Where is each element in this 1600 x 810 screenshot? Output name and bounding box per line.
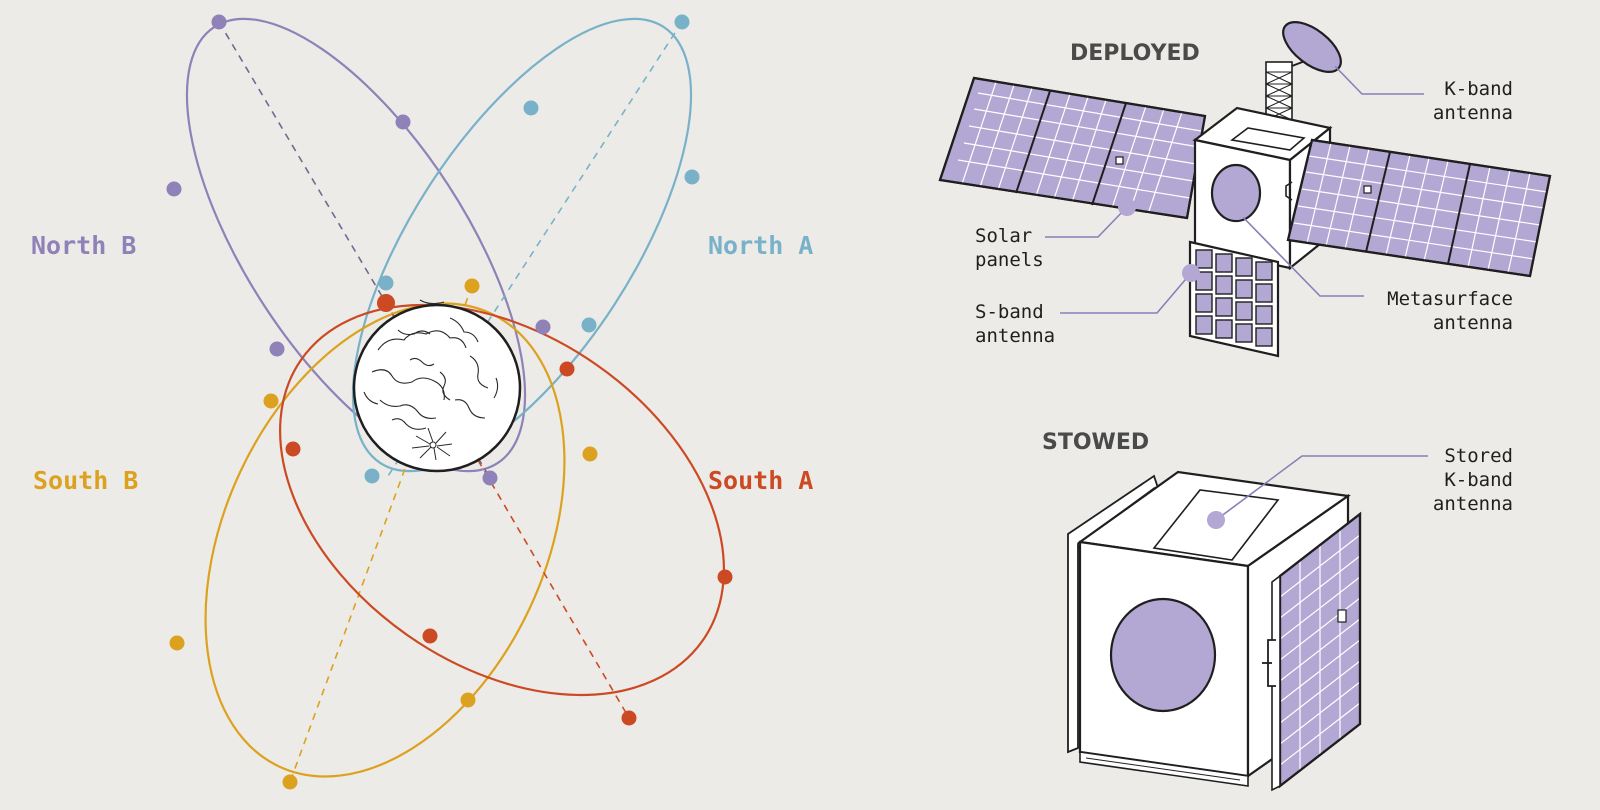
satellite-dot	[364, 468, 380, 484]
metasurface-antenna-marker	[1228, 202, 1246, 220]
stored-k-band-leader-line	[1215, 455, 1428, 521]
stored-k-band-label-line1: Stored	[1444, 445, 1513, 467]
orbit-north-a	[351, 17, 693, 477]
satellite-dot	[523, 100, 539, 116]
satellite-dot	[169, 635, 185, 651]
orbit-north-b-satellites	[166, 14, 551, 486]
satellite-dot	[282, 774, 298, 790]
orbit-south-a-path	[279, 303, 725, 697]
satellite-dot	[377, 294, 395, 312]
satellite-dot	[460, 692, 476, 708]
stowed-satellite-illustration: STOWED	[1042, 430, 1513, 792]
deployed-satellite-illustration: DEPLOYED	[938, 21, 1552, 358]
left-solar-panel-wing	[938, 76, 1207, 220]
satellite-dot	[211, 14, 227, 30]
right-solar-panel-wing	[1286, 138, 1552, 278]
stowed-metasurface-disc	[1109, 597, 1217, 713]
satellite-dot	[674, 14, 690, 30]
satellite-dot	[559, 361, 575, 377]
deployed-title: DEPLOYED	[1070, 41, 1200, 66]
deployed-leader-lines	[1045, 59, 1424, 314]
satellite-dot	[263, 393, 279, 409]
satellite-dot	[717, 569, 733, 585]
moon-crater-rays	[411, 427, 453, 461]
moon-surface-features	[363, 299, 499, 430]
moon	[352, 299, 522, 473]
solar-panels-label-line2: panels	[975, 249, 1044, 271]
satellite-dot	[464, 278, 480, 294]
moon-disc	[352, 303, 522, 473]
solar-panels-label-line1: Solar	[975, 225, 1032, 247]
satellite-dot	[285, 441, 301, 457]
satellite-dot	[535, 319, 551, 335]
s-band-antenna-panel	[1188, 240, 1280, 358]
metasurface-antenna-label-line2: antenna	[1433, 312, 1513, 334]
k-band-antenna-label-line2: antenna	[1433, 102, 1513, 124]
k-band-antenna-marker	[1320, 51, 1338, 69]
k-band-mast	[1265, 61, 1293, 125]
orbit-label-south-b: South B	[33, 466, 138, 495]
orbit-diagram: North B North A South B South A	[31, 14, 813, 790]
stored-k-band-label-line3: antenna	[1433, 493, 1513, 515]
solar-panels-marker	[1118, 198, 1136, 216]
orbit-label-north-b: North B	[31, 231, 136, 260]
s-band-antenna-label-line2: antenna	[975, 325, 1055, 347]
metasurface-antenna-disc	[1210, 163, 1262, 223]
orbit-label-south-a: South A	[708, 466, 813, 495]
satellite-dot	[482, 470, 498, 486]
satellite-dot	[582, 446, 598, 462]
s-band-antenna-label-line1: S-band	[975, 301, 1044, 323]
orbit-north-a-path	[351, 17, 693, 473]
orbit-south-b-apsis-line	[289, 285, 473, 783]
orbit-north-a-satellites	[364, 14, 700, 484]
satellite-dot	[378, 275, 394, 291]
k-band-antenna-label-line1: K-band	[1444, 78, 1513, 100]
s-band-antenna-marker	[1182, 264, 1200, 282]
metasurface-antenna-label-line1: Metasurface	[1387, 288, 1513, 310]
satellite-dot	[684, 169, 700, 185]
satellite-dot	[621, 710, 637, 726]
stowed-right-folded-wing	[1262, 511, 1362, 792]
stowed-title: STOWED	[1042, 430, 1149, 455]
stored-k-band-label-line2: K-band	[1444, 469, 1513, 491]
satellite-dot	[581, 317, 597, 333]
orbit-south-a-satellites	[285, 294, 733, 726]
satellite-dot	[422, 628, 438, 644]
deployed-callout-dots	[1118, 51, 1338, 282]
satellite-dot	[395, 114, 411, 130]
stored-k-band-antenna-marker	[1207, 511, 1225, 529]
satellite-dot	[166, 181, 182, 197]
orbit-label-north-a: North A	[708, 231, 813, 260]
orbit-south-b-satellites	[169, 278, 598, 790]
satellite-dot	[269, 341, 285, 357]
